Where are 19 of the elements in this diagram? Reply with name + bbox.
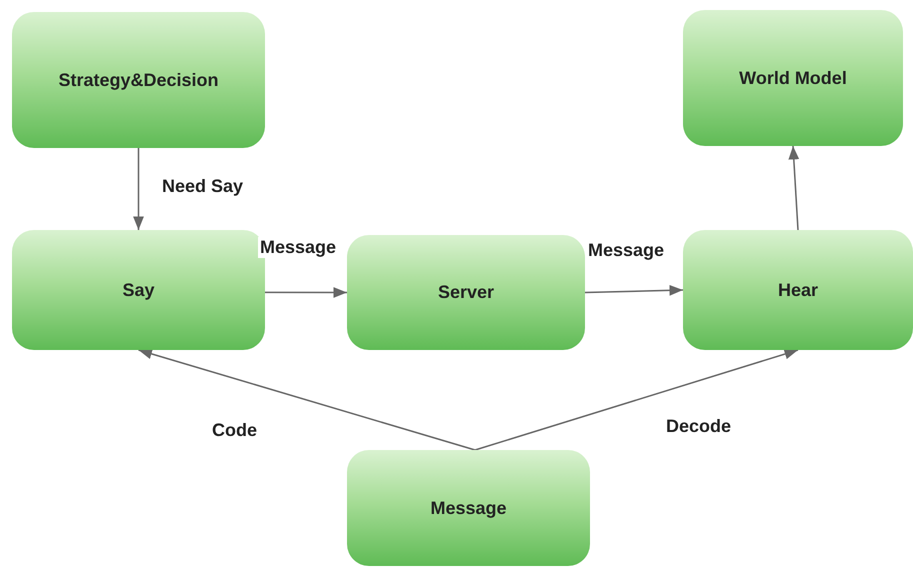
arrow	[788, 146, 800, 230]
arrow	[584, 284, 684, 296]
edge-label: Message	[258, 237, 338, 258]
process-box	[347, 235, 585, 350]
edge-label: Need Say	[160, 176, 246, 197]
node-label: Server	[438, 282, 494, 303]
arrow	[138, 348, 476, 451]
arrow	[265, 287, 347, 298]
process-box	[347, 450, 590, 566]
node-label: Message	[430, 498, 507, 518]
process-box	[683, 10, 903, 146]
node-label: World Model	[739, 68, 847, 88]
arrow	[474, 348, 798, 451]
node-label: Hear	[778, 280, 818, 300]
node-label: Say	[122, 280, 155, 300]
arrow	[133, 148, 144, 230]
node-label: Strategy&Decision	[58, 70, 219, 90]
process-box	[12, 12, 265, 148]
process-box	[683, 230, 913, 350]
